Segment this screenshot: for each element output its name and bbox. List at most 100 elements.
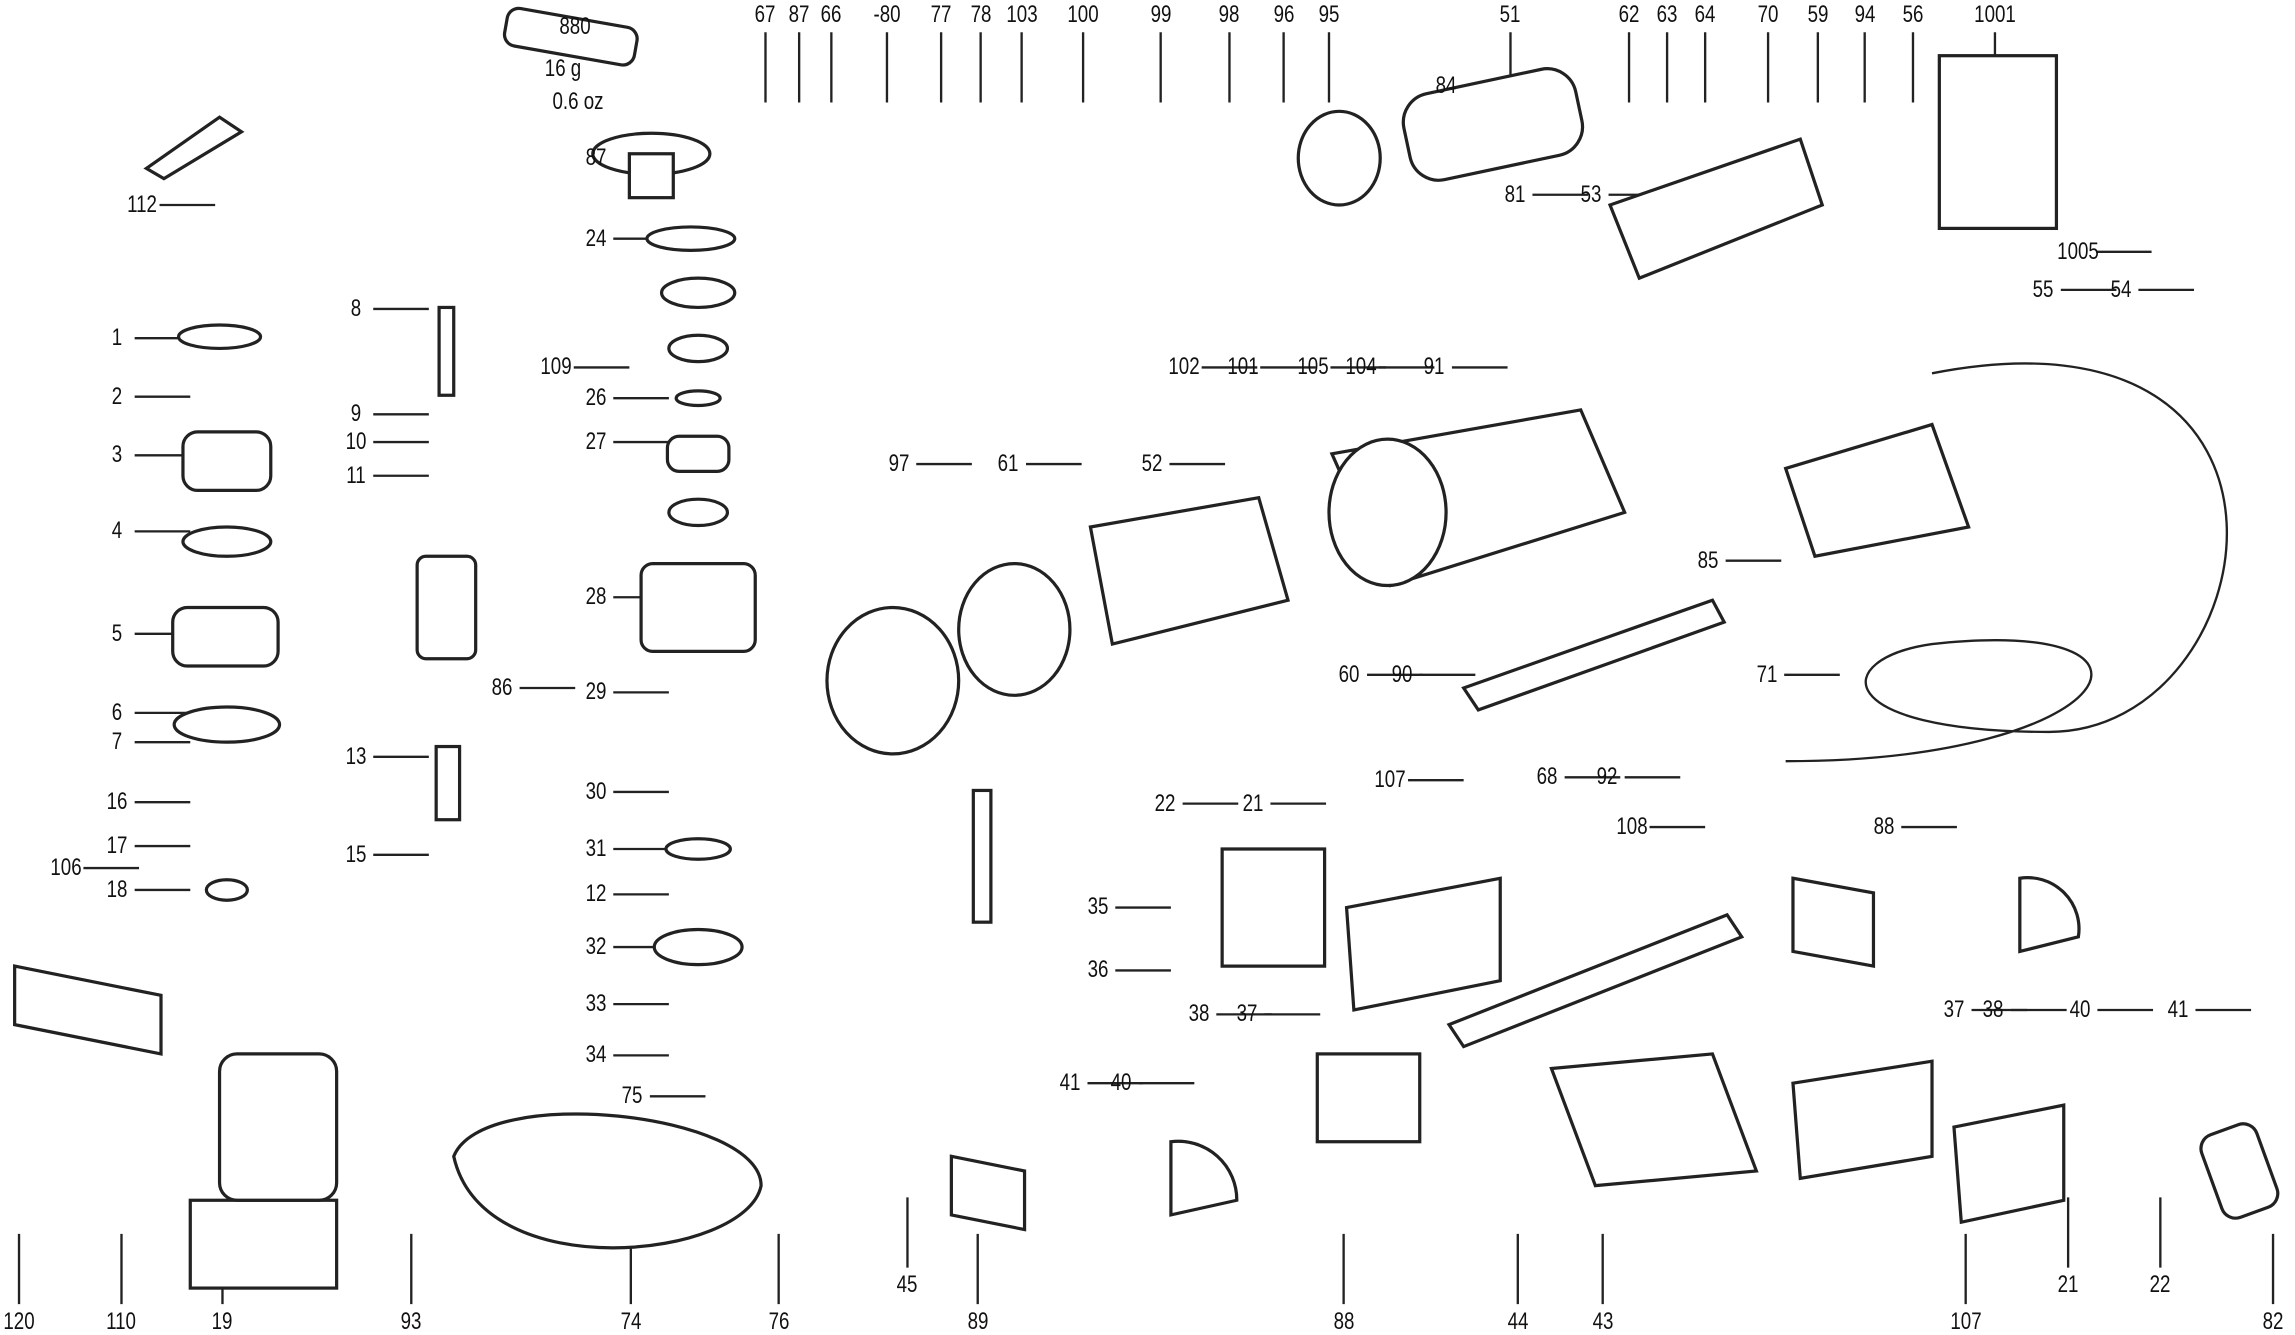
nut-icon — [181, 430, 273, 493]
power-cable-icon — [1785, 362, 2229, 763]
part-label-90: 90 — [1391, 660, 1413, 688]
part-label-1005: 1005 — [2057, 237, 2100, 265]
part-label-44: 44 — [1507, 1307, 1529, 1335]
part-label-51: 51 — [1500, 0, 1521, 28]
guide-icon — [1791, 1059, 1934, 1181]
part-label-24: 24 — [585, 224, 607, 252]
part-label-92: 92 — [1596, 763, 1618, 791]
part-label-96: 96 — [1273, 0, 1295, 28]
side-handle-icon — [13, 964, 163, 1056]
part-label-10: 10 — [345, 428, 367, 456]
part-label-40: 40 — [1110, 1069, 1132, 1097]
part-label-5: 5 — [111, 619, 123, 647]
part-label-98: 98 — [1219, 0, 1240, 28]
part-label-29: 29 — [585, 678, 607, 706]
part-label-13: 13 — [345, 742, 367, 770]
motor-housing-front-icon — [1327, 437, 1448, 588]
part-label-95: 95 — [1318, 0, 1340, 28]
guide-rail-icon — [1446, 912, 1745, 1049]
part-label-11: 11 — [345, 461, 366, 489]
screwdriver-icon — [143, 115, 245, 181]
part-label-28: 28 — [585, 583, 607, 611]
part-label-104: 104 — [1345, 353, 1377, 381]
leader-lines — [17, 32, 2275, 1305]
bow-handle-icon — [452, 1112, 763, 1250]
part-label-36: 36 — [1087, 956, 1109, 984]
part-label-62: 62 — [1618, 0, 1640, 28]
part-label-19: 19 — [212, 1307, 233, 1335]
part-drawings — [13, 6, 2280, 1290]
switch-housing-icon — [1607, 137, 1825, 281]
part-label-102: 102 — [1168, 353, 1200, 381]
o-ring-icon — [645, 225, 737, 252]
part-label-33: 33 — [585, 990, 607, 1018]
base-plate-icon — [1549, 1052, 1759, 1188]
ring-icon — [674, 389, 722, 408]
ring-icon — [664, 837, 732, 861]
part-label-2: 2 — [111, 382, 123, 410]
plate-icon — [1952, 1103, 2066, 1225]
part-label-59: 59 — [1807, 0, 1829, 28]
inset-detail-frame — [1937, 54, 2059, 231]
scale-ring-icon — [172, 705, 282, 744]
part-label-71: 71 — [1756, 660, 1778, 688]
part-label-41: 41 — [2167, 995, 2189, 1023]
bumper-ring-icon — [825, 605, 961, 756]
sleeve-icon — [665, 434, 731, 473]
part-label-60: 60 — [1339, 660, 1360, 688]
part-label-56: 56 — [1902, 0, 1924, 28]
part-label-34: 34 — [585, 1041, 607, 1069]
grease-weight-ounces: 0.6 oz — [552, 88, 604, 115]
guide-icon — [1344, 876, 1502, 1012]
bracket-icon — [1791, 876, 1876, 969]
part-label-7: 7 — [111, 728, 123, 756]
part-label-101: 101 — [1227, 353, 1259, 381]
gear-shaft-icon — [627, 152, 675, 200]
part-label-52: 52 — [1141, 449, 1163, 477]
handle-cover-icon — [1783, 422, 1971, 559]
clamping-nut-icon — [171, 605, 280, 668]
part-label-64: 64 — [1694, 0, 1716, 28]
part-label-41: 41 — [1059, 1069, 1081, 1097]
part-label-112: 112 — [127, 190, 157, 218]
part-label-54: 54 — [2110, 275, 2132, 303]
part-label-70: 70 — [1757, 0, 1779, 28]
gear-housing-flange-icon — [639, 561, 757, 654]
cap-icon — [176, 323, 263, 351]
part-label-22: 22 — [1154, 789, 1176, 817]
part-label-84: 84 — [1435, 72, 1457, 100]
part-label-87: 87 — [585, 144, 607, 172]
guard-ring-icon — [957, 561, 1072, 697]
lever-icon — [1461, 598, 1727, 712]
part-label-85: 85 — [1697, 546, 1719, 574]
part-label-88: 88 — [1873, 812, 1895, 840]
part-label-minus80: -80 — [873, 0, 901, 28]
part-label-63: 63 — [1656, 0, 1678, 28]
part-label-1001: 1001 — [1974, 0, 2016, 28]
part-label-108: 108 — [1616, 812, 1648, 840]
part-label-88: 88 — [1333, 1307, 1355, 1335]
part-label-94: 94 — [1854, 0, 1876, 28]
part-label-12: 12 — [585, 880, 607, 908]
grease-tube-icon — [502, 6, 639, 67]
part-label-75: 75 — [621, 1082, 643, 1110]
part-label-43: 43 — [1592, 1307, 1614, 1335]
part-label-77: 77 — [930, 0, 952, 28]
part-label-106: 106 — [50, 853, 82, 881]
part-label-74: 74 — [620, 1307, 642, 1335]
part-label-21: 21 — [2057, 1271, 2079, 1299]
grease-part-number: 880 — [559, 13, 591, 40]
part-label-67: 67 — [755, 0, 776, 28]
gear-head-icon — [217, 1052, 339, 1202]
part-label-6: 6 — [111, 698, 123, 726]
part-label-76: 76 — [768, 1307, 790, 1335]
part-label-22: 22 — [2149, 1271, 2171, 1299]
screw-icon — [437, 305, 456, 397]
holder-icon — [1315, 1052, 1422, 1144]
base-block-icon — [188, 1198, 339, 1290]
part-label-17: 17 — [106, 831, 128, 859]
part-label-32: 32 — [585, 932, 607, 960]
bearing-icon — [204, 878, 249, 902]
part-label-4: 4 — [111, 517, 123, 545]
